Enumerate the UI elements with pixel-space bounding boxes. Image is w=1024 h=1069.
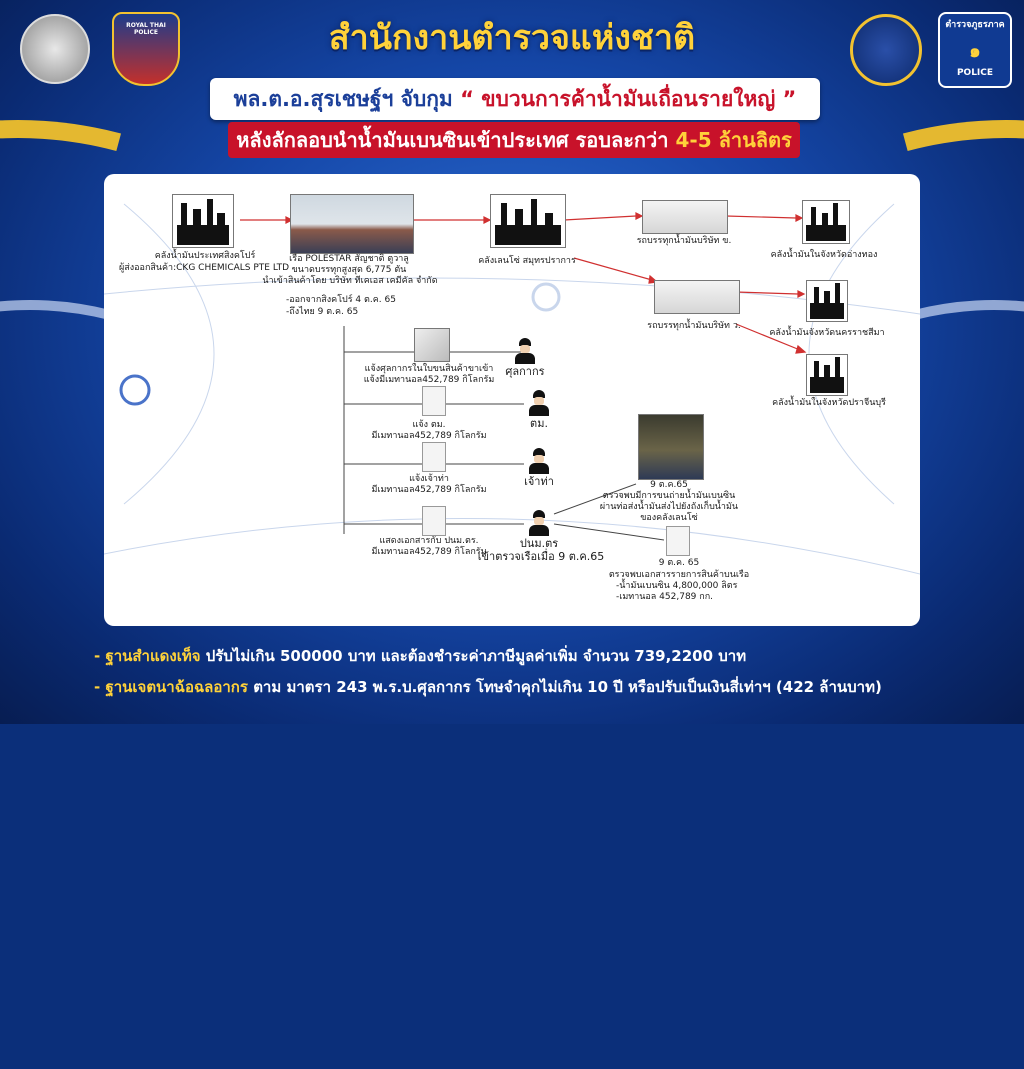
officer-avatar (514, 338, 536, 364)
node-label: ผู้ส่งออกสินค้า:CKG CHEMICALS PTE LTD (118, 263, 290, 273)
node-label: ตรวจพบมีการขนถ่ายน้ำมันเบนซิน (602, 491, 736, 501)
node-label: ตรวจพบเอกสารรายการสินค้าบนเรือ (608, 570, 750, 580)
document-icon (666, 526, 690, 556)
decor-ring (119, 374, 151, 406)
officer-avatar (528, 510, 550, 536)
node-label: แจ้งศุลกากรในใบขนสินค้าขาเข้า (364, 364, 494, 374)
agency-label: เจ้าท่า (524, 475, 554, 488)
flow-diagram-panel: คลังน้ำมันประเทศสิงคโปร์ ผู้ส่งออกสินค้า… (104, 174, 920, 626)
decor-ring (531, 282, 561, 312)
destination-depot-icon (806, 280, 848, 322)
agency-label: ตม. (530, 417, 548, 430)
node-label: แจ้ง ตม. (412, 420, 446, 430)
node-label: นำเข้าสินค้าโดย บริษัท ทีเคเอส เคมีคัล จ… (262, 276, 438, 286)
page-title: สำนักงานตำรวจแห่งชาติ (328, 18, 696, 58)
inspection-photo (638, 414, 704, 480)
agency-emblem-logo (850, 14, 922, 86)
royal-thai-police-badge-logo: ROYAL THAI POLICE (112, 12, 180, 86)
customs-document-photo (414, 328, 450, 362)
tanker-ship-photo (290, 194, 414, 254)
node-label: -น้ำมันเบนซิน 4,800,000 ลิตร (616, 581, 738, 591)
node-label: มีเมทานอล452,789 กิโลกรัม (371, 485, 487, 495)
node-label: แสดงเอกสารกับ ปนม.ตร. (379, 536, 479, 546)
agency-label: เข้าตรวจเรือเมื่อ 9 ต.ค.65 (477, 550, 605, 563)
penalty-1-text: ปรับไม่เกิน 500000 บาท และต้องชำระค่าภาษ… (205, 647, 747, 665)
diagram-connectors (104, 203, 920, 575)
tanker-truck-photo (654, 280, 740, 314)
document-icon (422, 506, 446, 536)
node-label: มีเมทานอล452,789 กิโลกรัม (371, 547, 487, 557)
penalty-1-heading: - ฐานสำแดงเท็จ (94, 647, 201, 665)
agency-label: ศุลกากร (505, 365, 545, 378)
node-label: รถบรรทุกน้ำมันบริษัท ข. (636, 236, 732, 246)
node-label: แจ้งมีเมทานอล452,789 กิโลกรัม (363, 375, 495, 385)
headline-banner: พล.ต.อ.สุรเชษฐ์ฯ จับกุม “ ขบวนการค้าน้ำม… (210, 78, 820, 120)
node-label: ผ่านท่อส่งน้ำมันส่งไปยังถังเก็บน้ำมัน (599, 502, 739, 512)
subheadline-banner: หลังลักลอบนำน้ำมันเบนซินเข้าประเทศ รอบละ… (228, 122, 800, 158)
subheadline-part-a: หลังลักลอบนำน้ำมันเบนซินเข้าประเทศ รอบละ… (236, 128, 669, 152)
node-label: ขนาดบรรทุกสูงสุด 6,775 ตัน (291, 265, 407, 275)
node-label: -ออกจากสิงคโปร์ 4 ต.ค. 65 (286, 295, 396, 305)
headline-part-b: “ ขบวนการค้าน้ำมันเถื่อนรายใหญ่ ” (460, 87, 797, 111)
node-label: คลังเลนโซ่ สมุทรปราการ (478, 256, 576, 266)
destination-depot-icon (806, 354, 848, 396)
refinery-factory-icon (172, 194, 234, 248)
headline-part-a: พล.ต.อ.สุรเชษฐ์ฯ จับกุม (233, 87, 453, 111)
tanker-truck-photo (642, 200, 728, 234)
node-label: รถบรรทุกน้ำมันบริษัท ว. (647, 321, 741, 331)
node-label: คลังน้ำมันประเทศสิงคโปร์ (154, 251, 256, 261)
penalty-line-1: - ฐานสำแดงเท็จ ปรับไม่เกิน 500000 บาท แล… (94, 644, 934, 668)
depot-factory-icon (490, 194, 566, 248)
node-label: เรือ POLESTAR สัญชาติ ตูวาลู (289, 254, 409, 264)
officer-avatar (528, 390, 550, 416)
node-label: -เมทานอล 452,789 กก. (616, 592, 714, 602)
penalty-2-text: ตาม มาตรา 243 พ.ร.บ.ศุลกากร โทษจำคุกไม่เ… (253, 678, 882, 696)
destination-depot-icon (802, 200, 850, 244)
node-label: 9 ต.ค. 65 (658, 558, 700, 568)
agency-label: ปนม.ตร (519, 537, 559, 550)
node-label: มีเมทานอล452,789 กิโลกรัม (371, 431, 487, 441)
penalty-summary: - ฐานสำแดงเท็จ ปรับไม่เกิน 500000 บาท แล… (94, 644, 934, 706)
penalty-line-2: - ฐานเจตนาฉ้อฉลอากร ตาม มาตรา 243 พ.ร.บ.… (94, 675, 934, 699)
document-icon (422, 442, 446, 472)
node-label: -ถึงไทย 9 ต.ค. 65 (286, 307, 359, 317)
region1-police-logo: ตำรวจภูธรภาค ๑ POLICE (938, 12, 1012, 88)
node-label: ของคลังเลนโซ่ (640, 513, 698, 523)
node-label: คลังน้ำมันในจังหวัดอ่างทอง (770, 250, 878, 260)
node-label: คลังน้ำมันในจังหวัดปราจีนบุรี (772, 398, 886, 408)
node-label: 9 ต.ค.65 (650, 480, 688, 490)
document-icon (422, 386, 446, 416)
officer-avatar (528, 448, 550, 474)
node-label: คลังน้ำมันจังหวัดนครราชสีมา (769, 328, 885, 338)
penalty-2-heading: - ฐานเจตนาฉ้อฉลอากร (94, 678, 248, 696)
police-seal-logo (20, 14, 90, 84)
node-label: แจ้งเจ้าท่า (409, 474, 449, 484)
subheadline-part-b: 4-5 ล้านลิตร (675, 128, 792, 152)
